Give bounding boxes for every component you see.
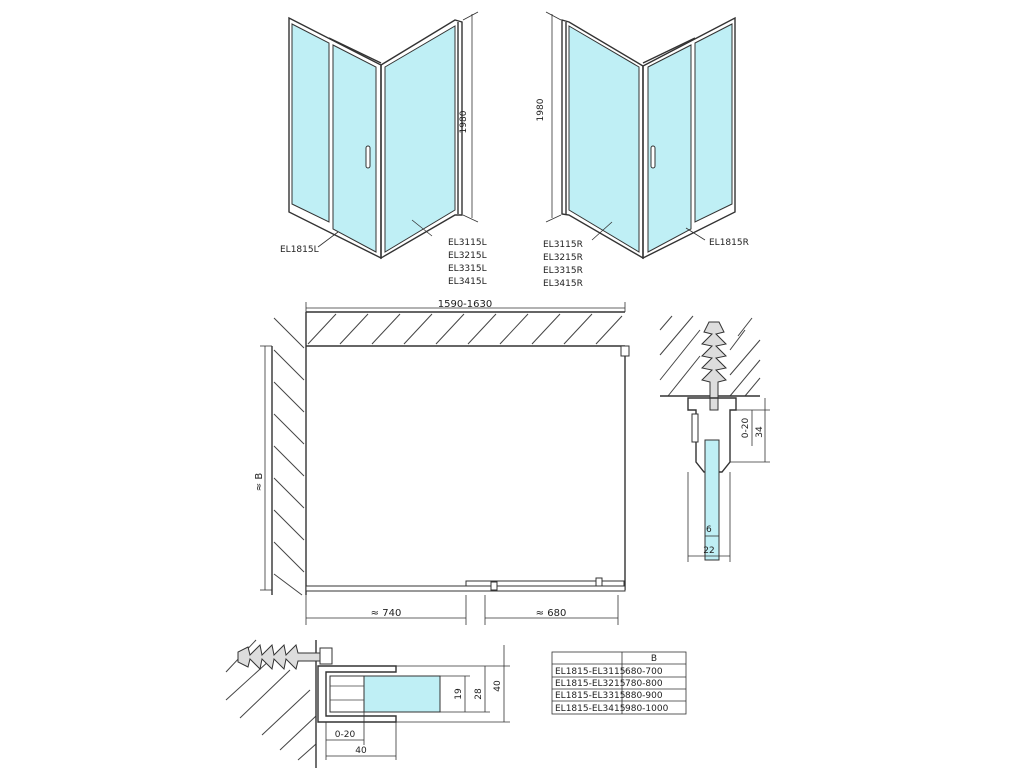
plan-sliding-door (465, 580, 625, 587)
left-panel-code-3: EL3315L (448, 264, 487, 274)
wall-depth-label: 34 (755, 426, 765, 438)
left-door-glass-sliding (332, 44, 377, 253)
right-door-glass-fixed (694, 23, 733, 223)
right-3d-view: 1980 EL3115R EL3215R EL3315R EL3415R EL1… (536, 11, 749, 289)
right-panel-code-4: EL3415R (543, 279, 583, 289)
left-panel-code-2: EL3215L (448, 251, 487, 261)
plan-depth-label: ≈ B (254, 473, 265, 492)
right-panel-code-1: EL3115R (543, 240, 583, 250)
table-row-2-b: 780-800 (625, 679, 663, 689)
plan-door-track (305, 585, 626, 592)
wall-dowel-icon (700, 321, 728, 411)
left-height-label: 1980 (459, 110, 469, 133)
bottom-profile-detail: 19 28 40 0-20 40 (225, 639, 510, 768)
left-side-panel-glass (384, 25, 456, 253)
table-row-4-model: EL1815-EL3415 (555, 704, 625, 714)
left-door-glass-fixed (291, 23, 330, 223)
table-row-1-b: 680-700 (625, 667, 663, 677)
table-header-b: B (651, 654, 657, 664)
bottom-dim-40-h: 40 (355, 746, 367, 756)
table-row-1-model: EL1815-EL3115 (555, 667, 625, 677)
bottom-dowel-icon (237, 643, 327, 671)
bottom-dim-19: 19 (454, 688, 464, 700)
table-row-4-b: 980-1000 (625, 704, 669, 714)
bottom-profile-shape (317, 665, 397, 723)
bottom-dim-28: 28 (474, 688, 484, 700)
left-3d-view: 1980 EL1815L EL3115L EL3215L EL3315L EL3… (280, 11, 487, 287)
plan-right-part-label: ≈ 680 (536, 608, 567, 619)
right-height-label: 1980 (536, 98, 546, 121)
right-panel-code-3: EL3315R (543, 266, 583, 276)
table-row-3-model: EL1815-EL3315 (555, 691, 625, 701)
left-handle-icon (365, 145, 371, 169)
right-side-panel-glass (568, 25, 640, 253)
right-handle-icon (650, 145, 656, 169)
table-row-3-b: 880-900 (625, 691, 663, 701)
right-panel-code-2: EL3215R (543, 253, 583, 263)
wall-detail-glass (704, 439, 720, 561)
wall-glass-label: 6 (706, 525, 712, 535)
bottom-detail-glass (363, 675, 441, 713)
left-wall-hatch (273, 317, 305, 596)
plan-left-part-label: ≈ 740 (371, 608, 402, 619)
left-door-code: EL1815L (280, 245, 319, 255)
wall-width-label: 22 (703, 546, 714, 556)
right-door-code: EL1815R (709, 238, 749, 248)
wall-profile-shape (687, 397, 737, 473)
left-panel-code-4: EL3415L (448, 277, 487, 287)
plan-width-label: 1590-1630 (438, 299, 493, 310)
detail-wall-hatch (659, 315, 761, 397)
plan-view: 1590-1630 ≈ B ≈ 740 ≈ 680 (254, 299, 630, 625)
b-dimension-table: B EL1815-EL3115 680-700 EL1815-EL3215 78… (551, 651, 687, 715)
wall-adjust-label: 0-20 (741, 418, 751, 439)
table-row-2-model: EL1815-EL3215 (555, 679, 625, 689)
right-door-glass-sliding (647, 44, 692, 253)
top-wall-hatch (307, 313, 623, 345)
bottom-dim-40-v: 40 (493, 680, 503, 692)
bottom-adjust-label: 0-20 (335, 730, 356, 740)
wall-profile-detail: 0-20 34 6 22 (659, 315, 770, 562)
left-panel-code-1: EL3115L (448, 238, 487, 248)
